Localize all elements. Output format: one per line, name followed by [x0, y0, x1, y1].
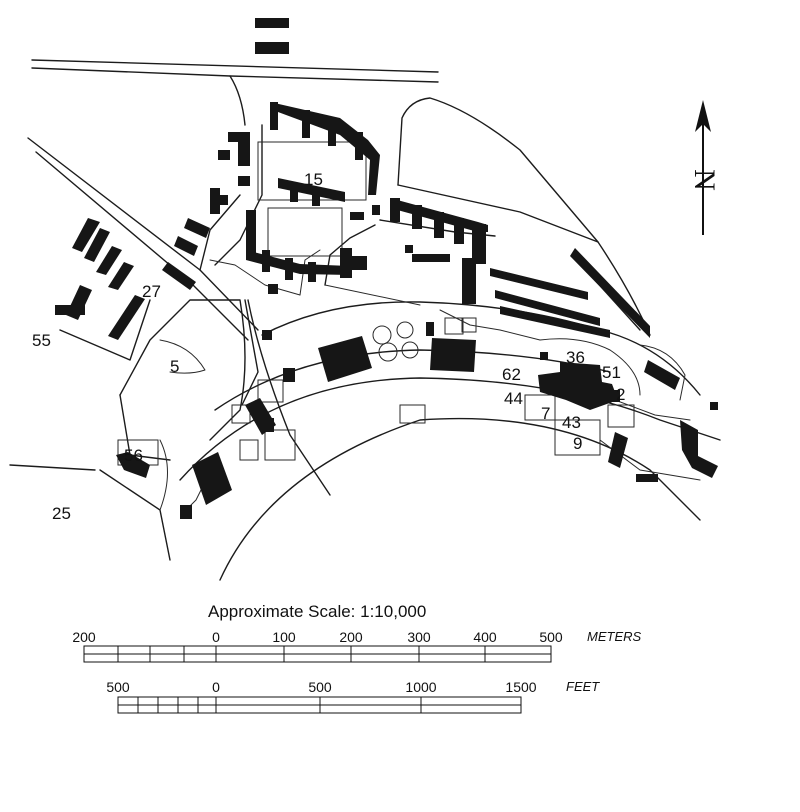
feet-unit-label: FEET [566, 679, 600, 694]
area-label: 9 [573, 434, 582, 453]
area-label: 7 [541, 404, 550, 423]
meters-tick-label: 0 [212, 629, 220, 645]
area-label: 56 [124, 446, 143, 465]
feet-tick-label: 1500 [505, 679, 536, 695]
meters-tick-label: 200 [339, 629, 363, 645]
area-label: 5 [170, 357, 179, 376]
meters-tick-label: 200 [72, 629, 96, 645]
area-label: 36 [566, 348, 585, 367]
feet-tick-label: 500 [308, 679, 332, 695]
area-label: 43 [562, 413, 581, 432]
meters-tick-label: 100 [272, 629, 296, 645]
meters-tick-label: 500 [539, 629, 563, 645]
meters-unit-label: METERS [587, 629, 642, 644]
feet-tick-label: 500 [106, 679, 130, 695]
area-label: 44 [504, 389, 523, 408]
feet-tick-label: 0 [212, 679, 220, 695]
buildings [55, 18, 718, 519]
area-label: 25 [52, 504, 71, 523]
scale-legend: Approximate Scale: 1:10,000 200 0 100 20… [72, 602, 642, 714]
area-label: 15 [304, 170, 323, 189]
north-arrow-label: N [688, 169, 721, 191]
feet-tick-label: 1000 [405, 679, 436, 695]
area-label: 55 [32, 331, 51, 350]
meters-tick-label: 400 [473, 629, 497, 645]
lot-outlines [117, 141, 635, 466]
area-label: 62 [502, 365, 521, 384]
scale-title: Approximate Scale: 1:10,000 [208, 602, 426, 621]
north-arrow: N [688, 100, 721, 235]
area-label: 27 [142, 282, 161, 301]
meters-tick-label: 300 [407, 629, 431, 645]
area-labels: 15 27 55 5 56 25 62 36 51 44 2 7 43 9 [32, 170, 625, 523]
area-label: 2 [616, 385, 625, 404]
area-label: 51 [602, 363, 621, 382]
